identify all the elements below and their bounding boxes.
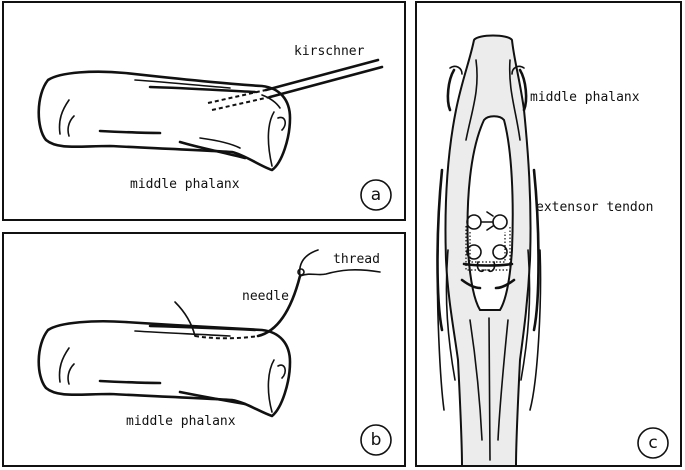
phalanx-bone-b (37, 319, 292, 418)
panel-a: kirschner middle phalanx a (2, 1, 406, 221)
phalanx-bone-a (37, 70, 292, 172)
bone-label-a: middle phalanx (130, 177, 240, 192)
bone-label-b: middle phalanx (126, 414, 236, 429)
tendon-label: extensor tendon (536, 200, 653, 215)
extensor-tendon (444, 34, 532, 467)
panel-b: needle thread middle phalanx b (2, 232, 406, 467)
lateral-bone-edges (436, 65, 542, 411)
panel-c-badge-circle (637, 427, 669, 459)
kirschner-wire (207, 58, 384, 111)
panel-b-badge-circle (360, 424, 392, 456)
suture-knots (460, 211, 516, 290)
panel-b-frame (2, 232, 406, 467)
thread-label: thread (333, 252, 380, 267)
panel-a-frame (2, 1, 406, 221)
panel-c: middle phalanx extensor tendon c (415, 1, 682, 467)
kirschner-label: kirschner (294, 44, 365, 59)
panel-a-badge: a (371, 185, 381, 205)
suture-needle (174, 274, 302, 340)
panel-c-frame (415, 1, 682, 467)
suture-thread (297, 249, 381, 277)
panel-c-badge: c (648, 433, 657, 453)
needle-label: needle (242, 289, 289, 304)
panel-a-badge-circle (360, 179, 392, 211)
bone-label-c: middle phalanx (530, 90, 640, 105)
panel-b-badge: b (371, 430, 382, 450)
